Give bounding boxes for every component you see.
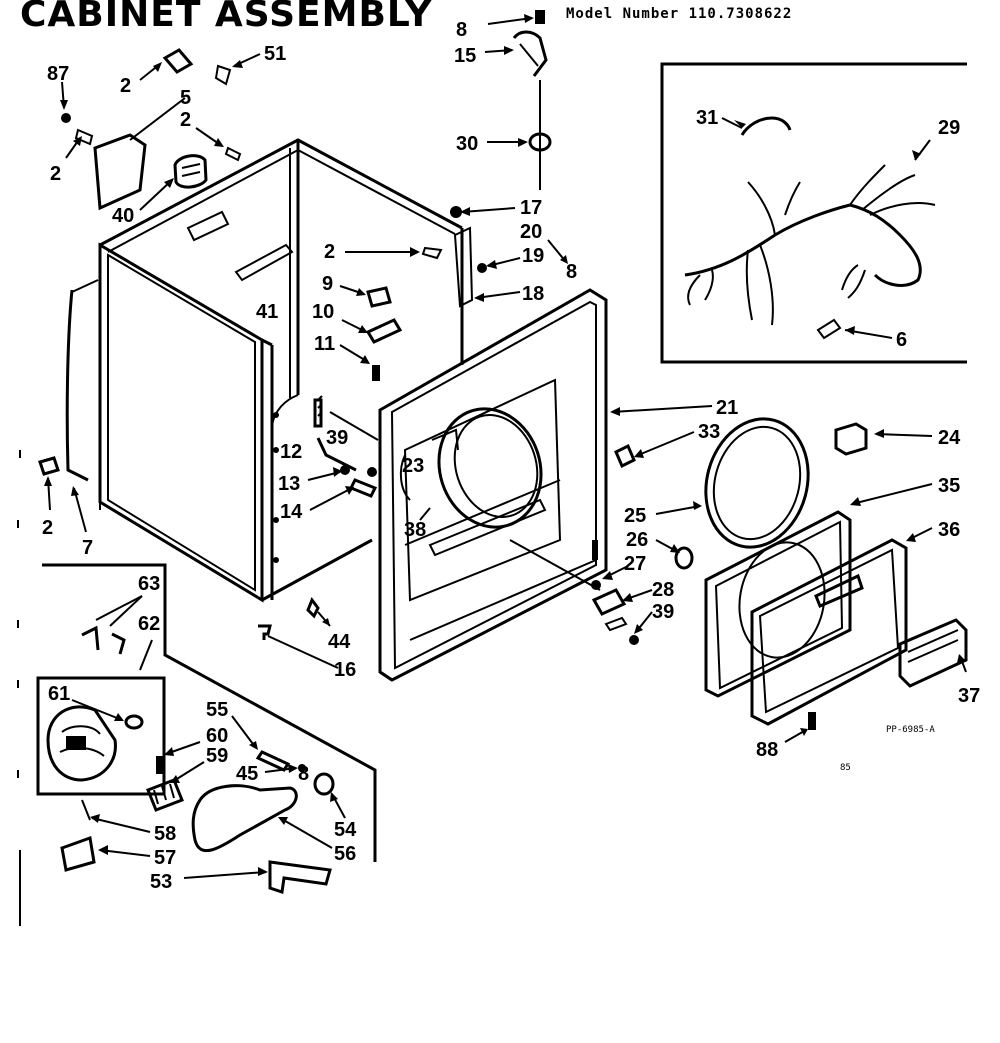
callout-41: 41 — [256, 301, 278, 323]
page-mark: 85 — [840, 763, 851, 773]
callout-5: 5 — [180, 87, 191, 109]
callout-2: 2 — [42, 517, 53, 539]
callout-35: 35 — [938, 475, 960, 497]
cabinet-shell — [65, 138, 464, 669]
top-hardware — [345, 10, 568, 308]
callout-2: 2 — [180, 109, 191, 131]
diagram-title: CABINET ASSEMBLY — [20, 0, 433, 35]
callout-8: 8 — [456, 19, 467, 41]
callout-29: 29 — [938, 117, 960, 139]
callout-23: 23 — [402, 455, 424, 477]
latch-parts — [339, 285, 403, 381]
callout-37: 37 — [958, 685, 980, 707]
inner-latch-parts — [307, 395, 601, 591]
callout-61: 61 — [48, 683, 70, 705]
callout-15: 15 — [454, 45, 476, 67]
door-assembly — [591, 405, 968, 743]
callout-14: 14 — [280, 501, 303, 523]
callout-54: 54 — [334, 819, 357, 841]
callout-20: 20 — [520, 221, 542, 243]
callout-33: 33 — [698, 421, 720, 443]
callout-62: 62 — [138, 613, 160, 635]
callout-24: 24 — [938, 427, 961, 449]
callout-31: 31 — [696, 107, 718, 129]
callout-21: 21 — [716, 397, 738, 419]
callout-30: 30 — [456, 133, 478, 155]
callout-26: 26 — [626, 529, 648, 551]
callout-6: 6 — [896, 329, 907, 351]
callout-9: 9 — [322, 273, 333, 295]
left-side-parts — [17, 450, 87, 926]
callout-19: 19 — [522, 245, 544, 267]
callout-7: 7 — [82, 537, 93, 559]
callout-2: 2 — [120, 75, 131, 97]
callout-38: 38 — [404, 519, 426, 541]
callout-12: 12 — [280, 441, 302, 463]
callout-13: 13 — [278, 473, 300, 495]
callout-25: 25 — [624, 505, 646, 527]
callout-56: 56 — [334, 843, 356, 865]
callout-45: 45 — [236, 763, 258, 785]
callout-36: 36 — [938, 519, 960, 541]
callout-18: 18 — [522, 283, 544, 305]
callout-60: 60 — [206, 725, 228, 747]
callout-10: 10 — [312, 301, 334, 323]
motor-drive-inset — [36, 563, 377, 894]
top-left-parts — [60, 48, 261, 211]
callout-57: 57 — [154, 847, 176, 869]
callout-53: 53 — [150, 871, 172, 893]
callout-28: 28 — [652, 579, 674, 601]
model-number: Model Number 110.7308622 — [566, 6, 793, 22]
callout-40: 40 — [112, 205, 134, 227]
callout-16: 16 — [334, 659, 356, 681]
callout-39: 39 — [652, 601, 674, 623]
callout-87: 87 — [47, 63, 69, 85]
callout-88: 88 — [756, 739, 778, 761]
callout-59: 59 — [206, 745, 228, 767]
callout-55: 55 — [206, 699, 228, 721]
callout-27: 27 — [624, 553, 646, 575]
callout-39: 39 — [326, 427, 348, 449]
drawing-code: PP-6985-A — [886, 725, 935, 735]
callout-17: 17 — [520, 197, 542, 219]
callout-2: 2 — [50, 163, 61, 185]
callout-2: 2 — [324, 241, 335, 263]
callout-51: 51 — [264, 43, 286, 65]
callout-63: 63 — [138, 573, 160, 595]
callout-8: 8 — [298, 763, 309, 785]
callout-8: 8 — [566, 261, 577, 283]
wire-harness-inset — [660, 62, 967, 364]
part-callouts: 87 2 51 5 2 2 40 8 15 30 17 20 8 19 18 2… — [42, 19, 980, 893]
callout-44: 44 — [328, 631, 351, 653]
front-panel — [378, 288, 608, 682]
callout-58: 58 — [154, 823, 176, 845]
callout-11: 11 — [314, 333, 335, 355]
